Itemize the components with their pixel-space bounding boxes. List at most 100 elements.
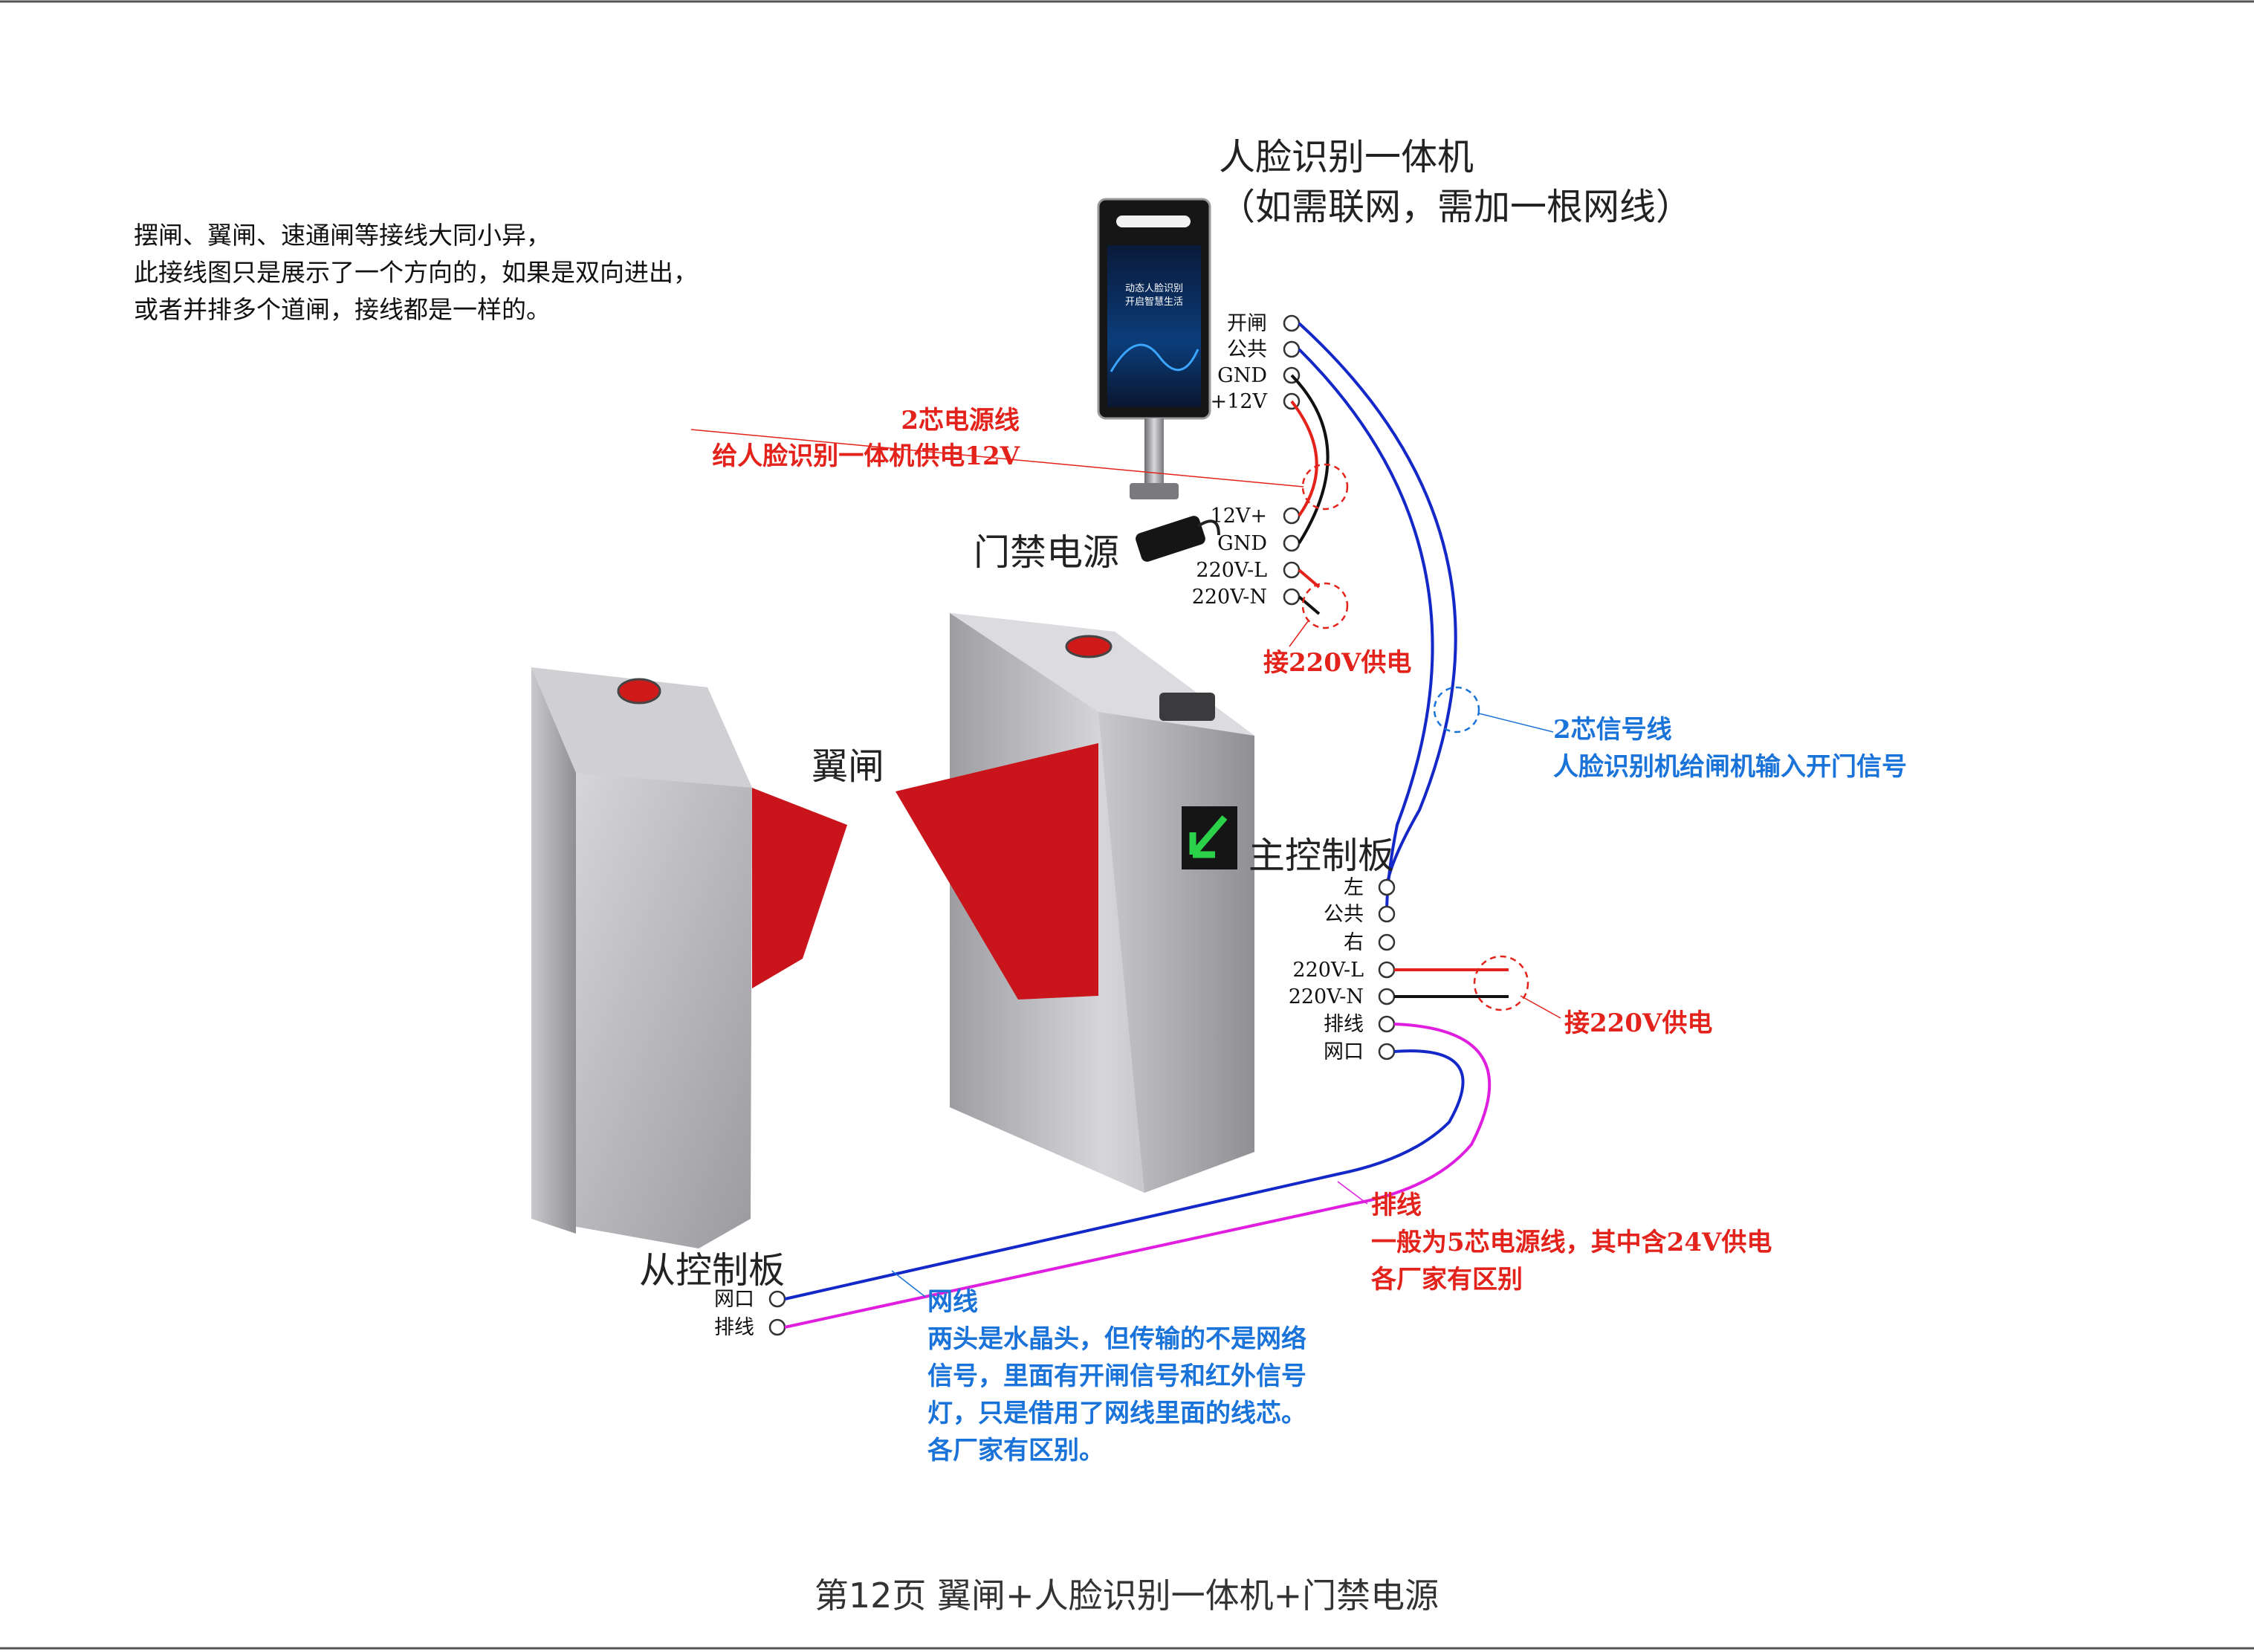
- slave-cabinet-face: [531, 667, 752, 1248]
- network-leader: [891, 1270, 926, 1298]
- terminal-label-common: 公共: [1324, 903, 1364, 926]
- signal-cable-desc: 人脸识别机给闸机输入开门信号: [1553, 752, 1907, 782]
- terminal-label-12v: +12V: [1211, 390, 1268, 413]
- ribbon-desc-line: 各厂家有区别: [1371, 1265, 1523, 1295]
- network-desc-line: 两头是水晶头，但传输的不是网络: [927, 1324, 1306, 1354]
- slave-indicator-light: [617, 678, 661, 704]
- terminal-label-ribbon: 排线: [714, 1316, 754, 1339]
- device-screen: [1107, 245, 1201, 407]
- terminal-pin: [1378, 961, 1396, 979]
- terminal-pin: [1283, 561, 1301, 579]
- network-desc-line: 灯，只是借用了网线里面的线芯。: [927, 1399, 1306, 1428]
- main-control-board: 主控制板 左 公共 右 220V-L 220V-N 排线 网口: [1249, 835, 1396, 1063]
- main-220-marker: [1473, 955, 1529, 1011]
- face-recognition-device: 人脸识别一体机 （如需联网，需加一根网线） 动态人脸识别 开启智慧生活 开闸 公…: [1097, 136, 1692, 499]
- ribbon-leader: [1337, 1181, 1368, 1205]
- wire-signal-open: [1298, 322, 1457, 888]
- slave-board-title: 从控制板: [639, 1249, 785, 1292]
- terminal-pin: [1378, 988, 1396, 1005]
- terminal-label-common: 公共: [1227, 338, 1267, 361]
- terminal-pin: [1378, 1043, 1396, 1060]
- wire-network-cable: [784, 1049, 1465, 1300]
- access-power-title: 门禁电源: [974, 531, 1119, 574]
- intro-notes: 摆闸、翼闸、速通闸等接线大同小异， 此接线图只是展示了一个方向的，如果是双向进出…: [134, 221, 698, 324]
- face-device-subtitle: （如需联网，需加一根网线）: [1219, 186, 1692, 228]
- signal-cable-leader: [1478, 713, 1554, 733]
- access-power-supply: 门禁电源 12V+ GND 220V-L 220V-N: [974, 505, 1301, 609]
- power-220-marker: [1301, 582, 1349, 629]
- ribbon-title: 排线: [1371, 1191, 1422, 1220]
- terminal-pin: [1378, 1015, 1396, 1033]
- terminal-pin: [1378, 933, 1396, 951]
- page-footer: 第12页 翼闸+人脸识别一体机+门禁电源: [815, 1575, 1439, 1616]
- terminal-label-left: 左: [1344, 876, 1364, 899]
- terminal-pin: [768, 1290, 786, 1308]
- wire-ribbon-cable: [784, 1023, 1492, 1329]
- wire-220v-l: [1298, 569, 1321, 589]
- terminal-label-ribbon: 排线: [1324, 1013, 1364, 1036]
- terminal-label-220v-l: 220V-L: [1196, 559, 1267, 582]
- ribbon-desc-line: 一般为5芯电源线，其中含24V供电: [1371, 1228, 1772, 1257]
- camera-bar: [1116, 216, 1191, 227]
- terminal-pin: [1283, 314, 1301, 332]
- signal-cable-title: 2芯信号线: [1553, 715, 1672, 745]
- power-cable-title: 2芯电源线: [901, 406, 1020, 435]
- terminal-pin: [1283, 340, 1301, 358]
- intro-note-line: 摆闸、翼闸、速通闸等接线大同小异，: [134, 221, 551, 250]
- wire-12v-red: [1290, 400, 1318, 517]
- network-desc-line: 信号，里面有开闸信号和红外信号: [927, 1361, 1306, 1391]
- power-220-leader: [1289, 621, 1309, 647]
- screen-line: 动态人脸识别: [1125, 283, 1183, 294]
- wire-220v-n: [1298, 595, 1321, 615]
- terminal-label-gnd: GND: [1217, 532, 1267, 555]
- main-gate-cabinet: [896, 613, 1254, 1193]
- terminal-label-network: 网口: [714, 1288, 754, 1311]
- stand-pole: [1144, 418, 1164, 485]
- network-title: 网线: [927, 1287, 978, 1317]
- terminal-pin: [1378, 878, 1396, 896]
- gate-label: 翼闸: [812, 745, 884, 788]
- main-board-title: 主控制板: [1249, 835, 1394, 877]
- main-220-leader: [1520, 995, 1561, 1019]
- wire-signal-common: [1298, 348, 1434, 915]
- power-adapter: [1136, 516, 1205, 562]
- power-220-a-label: 接220V供电: [1263, 648, 1411, 678]
- terminal-label-network: 网口: [1324, 1040, 1364, 1063]
- adapter-cable: [1196, 519, 1220, 536]
- main-indicator-light: [1065, 635, 1113, 658]
- terminal-pin: [1283, 507, 1301, 525]
- slave-gate-cabinet: [531, 667, 847, 1248]
- terminal-pin: [1283, 534, 1301, 552]
- slave-cabinet-side: [531, 667, 576, 1234]
- terminal-pin: [1283, 588, 1301, 606]
- network-desc-line: 各厂家有区别。: [927, 1436, 1104, 1465]
- stand-base: [1130, 483, 1179, 499]
- terminal-label-220v-l: 220V-L: [1292, 959, 1364, 982]
- wire-gnd-black: [1290, 374, 1330, 545]
- signal-cable-marker: [1433, 686, 1480, 733]
- terminal-label-220v-n: 220V-N: [1289, 985, 1364, 1008]
- power-220-b-label: 接220V供电: [1564, 1008, 1712, 1038]
- intro-note-line: 此接线图只是展示了一个方向的，如果是双向进出，: [134, 258, 698, 287]
- slave-control-board: 从控制板 网口 排线: [639, 1249, 786, 1339]
- terminal-label-12v-plus: 12V+: [1211, 505, 1267, 528]
- slave-cabinet-top: [531, 667, 752, 788]
- terminal-label-open: 开闸: [1227, 312, 1267, 335]
- screen-wave: [1110, 343, 1199, 372]
- power-cable-desc: 给人脸识别一体机供电12V: [712, 441, 1020, 471]
- power-cable-marker: [1301, 463, 1349, 511]
- terminal-label-220v-n: 220V-N: [1192, 586, 1267, 609]
- card-reader: [1159, 693, 1215, 721]
- intro-note-line: 或者并排多个道闸，接线都是一样的。: [134, 295, 551, 324]
- terminal-pin: [768, 1318, 786, 1336]
- terminal-label-right: 右: [1344, 931, 1364, 954]
- terminal-pin: [1378, 905, 1396, 923]
- terminal-label-gnd: GND: [1217, 364, 1267, 387]
- main-flap: [896, 743, 1098, 1000]
- slave-flap: [752, 788, 847, 988]
- face-device-title: 人脸识别一体机: [1219, 136, 1474, 178]
- power-cable-leader: [690, 429, 1304, 487]
- arrow-green-icon: [1189, 815, 1228, 858]
- screen-line: 开启智慧生活: [1125, 296, 1183, 308]
